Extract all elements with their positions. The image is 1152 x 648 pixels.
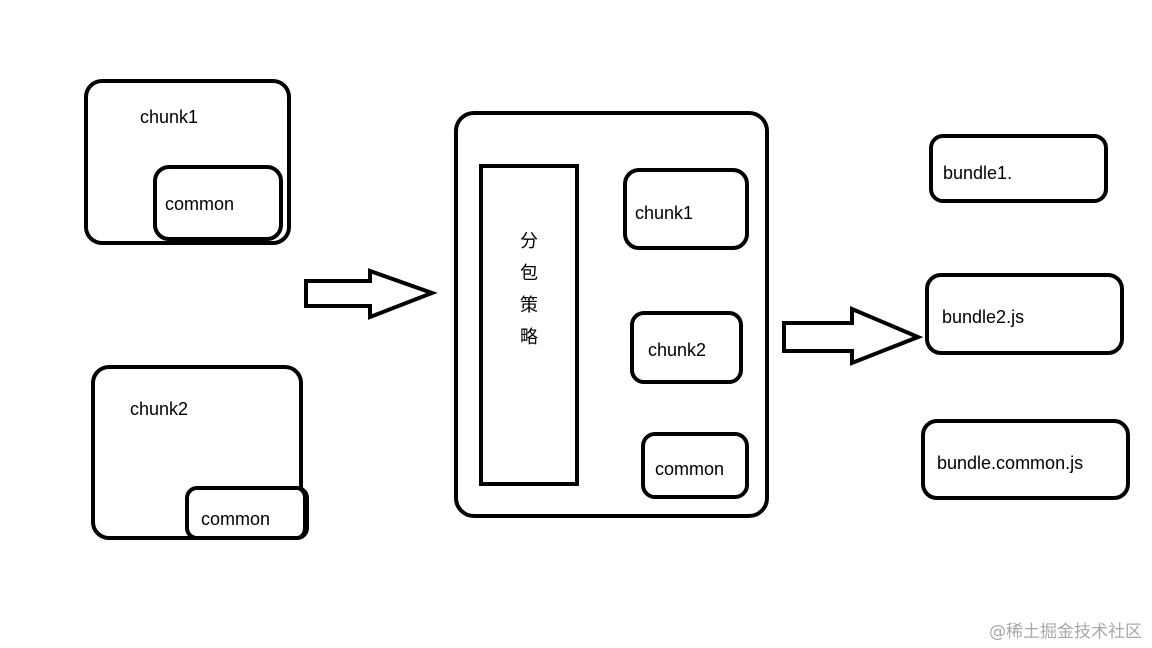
output-bundle1-label: bundle1. — [943, 163, 1013, 183]
processor-chunk1-label: chunk1 — [635, 203, 694, 223]
output-bundle2-box: bundle2.js — [925, 273, 1124, 355]
source-chunk2-title: chunk2 — [130, 399, 189, 419]
right-arrow-icon — [782, 305, 924, 366]
output-bundle-common-label: bundle.common.js — [937, 453, 1084, 473]
right-arrow-icon — [304, 268, 438, 320]
output-bundle1-box: bundle1. — [929, 134, 1108, 203]
source-chunk2-common-box: common — [185, 486, 309, 540]
source-chunk2-box: chunk2 common — [91, 365, 309, 540]
processor-chunk1-box: chunk1 — [623, 168, 749, 250]
processor-common-label: common — [655, 459, 725, 479]
strategy-char: 分 — [520, 231, 538, 252]
processor-common-box: common — [641, 432, 749, 499]
processor-box: 分 包 策 略 chunk1 chunk2 common — [454, 111, 769, 518]
strategy-char: 略 — [520, 327, 538, 348]
source-chunk2-common-label: common — [201, 509, 271, 529]
output-bundle2-label: bundle2.js — [942, 307, 1025, 327]
source-chunk1-box: chunk1 common — [84, 79, 291, 245]
split-strategy-bar: 分 包 策 略 — [479, 164, 579, 486]
processor-chunk2-label: chunk2 — [648, 340, 707, 360]
source-chunk1-common-box: common — [153, 165, 283, 241]
strategy-char: 策 — [520, 295, 538, 316]
processor-chunk2-box: chunk2 — [630, 311, 743, 384]
strategy-char: 包 — [520, 263, 538, 284]
split-strategy-label: 分 包 策 略 — [483, 226, 575, 354]
watermark-text: @稀土掘金技术社区 — [989, 622, 1142, 642]
source-chunk1-common-label: common — [165, 194, 235, 214]
output-bundle-common-box: bundle.common.js — [921, 419, 1130, 500]
source-chunk1-title: chunk1 — [140, 107, 199, 127]
